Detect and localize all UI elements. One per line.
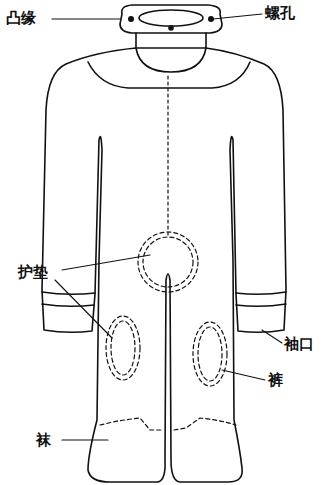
knee-pad	[106, 316, 140, 380]
part-label: 螺孔	[265, 5, 295, 22]
knee-pad	[198, 327, 222, 381]
leader-line	[213, 14, 262, 19]
sock-seam	[100, 418, 163, 430]
leader-line	[52, 18, 120, 19]
part-label: 袖口	[284, 336, 314, 353]
part-label: 袜	[36, 432, 51, 449]
knee-pad	[111, 321, 135, 375]
flange-opening	[139, 10, 203, 26]
leader-line	[62, 439, 108, 440]
neck	[136, 33, 206, 48]
leader-line	[55, 280, 112, 338]
part-label: 护垫	[18, 264, 48, 281]
bolt-hole	[129, 17, 133, 21]
crotch-pad	[138, 232, 198, 292]
center-seam	[167, 76, 168, 236]
cuff-band	[236, 292, 286, 306]
knee-pad	[193, 322, 227, 386]
yoke-seam	[88, 62, 250, 88]
yoke-seam	[136, 48, 206, 72]
sock-seam	[174, 418, 236, 430]
bolt-hole	[169, 26, 173, 30]
leader-line	[262, 330, 282, 343]
leader-line	[222, 370, 265, 380]
part-label: 凸缘	[6, 10, 36, 27]
flange	[120, 5, 222, 33]
suit-outline	[42, 48, 286, 482]
leader-line	[62, 255, 150, 270]
crotch-pad	[143, 237, 193, 287]
part-label: 裤	[268, 372, 283, 389]
